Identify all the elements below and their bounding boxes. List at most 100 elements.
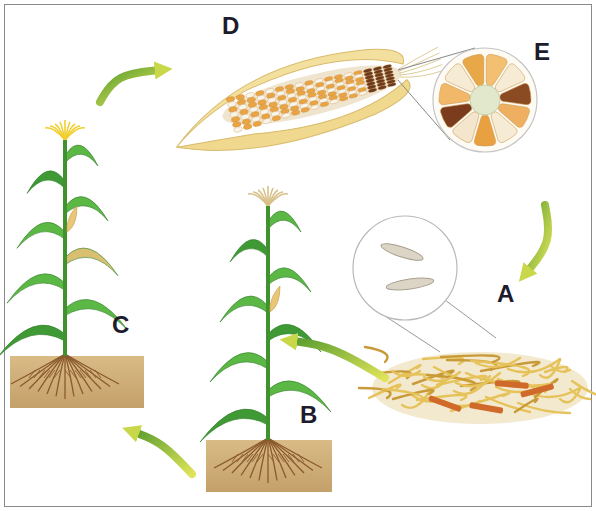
silk xyxy=(395,47,441,69)
root xyxy=(242,454,248,462)
small-ear xyxy=(270,286,280,312)
root xyxy=(54,370,60,378)
root xyxy=(39,370,45,378)
straw xyxy=(441,355,500,362)
kernel-section xyxy=(440,104,471,128)
cob-core xyxy=(470,85,500,115)
root xyxy=(65,354,92,392)
root xyxy=(247,454,253,462)
kernel xyxy=(339,96,348,102)
kernel xyxy=(291,109,301,115)
root xyxy=(64,354,65,399)
stalk-piece xyxy=(428,395,462,412)
silk xyxy=(398,59,442,74)
root xyxy=(65,354,110,387)
kernel xyxy=(310,104,320,110)
kernel xyxy=(281,112,291,119)
kernel xyxy=(272,115,282,122)
kernel xyxy=(368,88,377,94)
stage-letter: A xyxy=(497,282,514,306)
straw xyxy=(540,360,560,378)
leaf xyxy=(65,248,118,276)
root xyxy=(250,438,268,478)
stage-letter: C xyxy=(112,313,129,337)
small-ear xyxy=(67,206,77,232)
kernel xyxy=(262,118,272,125)
leaf xyxy=(7,274,65,303)
soil xyxy=(10,356,144,408)
leader-line xyxy=(385,316,440,352)
straw xyxy=(392,371,420,376)
leaf xyxy=(65,145,98,166)
cycle-arrow xyxy=(134,432,192,474)
kernel xyxy=(252,120,262,127)
root xyxy=(44,370,50,378)
leaf xyxy=(27,171,65,194)
root xyxy=(56,354,65,397)
straw xyxy=(424,372,460,381)
root xyxy=(259,438,268,481)
straw xyxy=(560,389,580,402)
tassel xyxy=(65,128,85,140)
cycle-arrows xyxy=(100,70,548,474)
kernel xyxy=(387,82,396,87)
kernel xyxy=(243,123,253,130)
root xyxy=(298,454,304,462)
cycle-arrow xyxy=(292,341,385,378)
kernel xyxy=(377,85,386,90)
leaf xyxy=(268,381,331,412)
soil xyxy=(206,440,332,492)
root xyxy=(268,438,295,476)
cycle-arrow xyxy=(100,70,160,102)
kernel xyxy=(349,93,358,99)
straw xyxy=(365,347,388,362)
frame xyxy=(5,5,592,507)
root xyxy=(47,354,65,394)
root xyxy=(268,438,322,468)
root xyxy=(268,438,304,473)
leaf xyxy=(268,211,301,232)
stalk xyxy=(63,140,67,356)
straw xyxy=(508,359,560,372)
spore xyxy=(380,240,425,263)
kernel xyxy=(233,126,243,133)
stage-letter: D xyxy=(222,14,239,38)
straw xyxy=(515,399,538,412)
tassel xyxy=(268,194,288,206)
section-outline xyxy=(433,48,537,152)
leaf xyxy=(220,296,268,322)
stage-letter: E xyxy=(534,40,550,64)
straw xyxy=(572,381,596,396)
kernel-section xyxy=(500,83,531,104)
leaf xyxy=(268,268,311,292)
silk xyxy=(400,65,443,77)
stalk xyxy=(266,206,270,440)
leader-line xyxy=(445,300,496,338)
root xyxy=(252,454,258,462)
root xyxy=(257,454,263,462)
root xyxy=(29,354,65,389)
magnified-inset xyxy=(353,216,457,320)
stage-letter: B xyxy=(300,403,317,427)
root xyxy=(267,438,268,483)
spore xyxy=(386,276,435,293)
infected-plant xyxy=(200,186,332,492)
leaf xyxy=(200,409,268,442)
corn-ear xyxy=(164,29,475,169)
leaf xyxy=(230,239,268,262)
healthy-plant xyxy=(0,120,144,408)
stalk-piece xyxy=(494,380,528,389)
leaf xyxy=(0,325,65,358)
debris-ground xyxy=(372,352,588,424)
straw xyxy=(383,389,424,404)
kernel xyxy=(329,99,339,105)
leaf xyxy=(210,353,268,382)
root xyxy=(65,354,119,384)
ear-cross-section xyxy=(433,48,537,152)
kernel-section xyxy=(463,54,484,85)
root xyxy=(232,438,268,473)
root xyxy=(49,370,55,378)
kernel xyxy=(320,101,330,107)
